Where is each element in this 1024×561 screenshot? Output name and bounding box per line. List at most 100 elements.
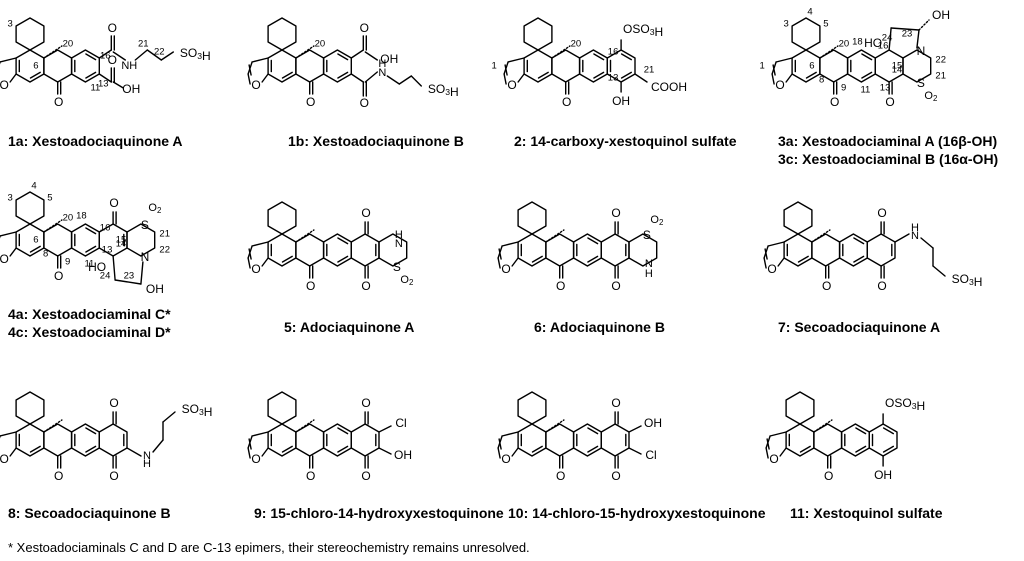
atom-number: 13 [880,83,891,94]
amine-n: N [917,44,926,58]
furan-bond [9,73,17,83]
atom-number: 23 [124,271,135,282]
chain-bond [152,439,164,453]
atom-number: 21 [159,229,170,240]
double-bond [337,237,349,245]
furan-oxygen: O [507,78,516,92]
hydroxyl: OH [932,8,950,22]
chain-bond [932,265,946,277]
furan-bond [767,241,785,247]
hydroxyl: OH [612,94,630,108]
double-bond [337,427,349,435]
double-bond [29,71,41,79]
atom-number: 23 [902,29,913,40]
sulfonic-acid: SO3H [182,402,213,419]
atom-number: 22 [154,47,165,58]
bond [378,447,392,455]
methyl-bond [295,419,315,433]
quinone-ring [350,423,380,457]
benzofuran-benzene-ring [785,423,815,457]
benzene-ring [322,233,352,267]
furan-bond [251,57,269,63]
amine-h: H [911,222,919,234]
furan-bond [497,447,501,459]
double-bond [337,255,349,263]
chlorine: Cl [645,448,656,462]
ketone-oxygen: O [54,95,63,109]
atom-number: 21 [935,71,946,82]
benzene-ring [70,49,101,83]
furan-bond [507,57,525,63]
double-bond [593,53,605,61]
amine-n: N [911,230,919,242]
double-bond [855,445,867,453]
hydroxyl: OH [146,282,164,296]
benzofuran-benzene-ring [517,423,547,457]
double-bond [882,445,894,453]
chain-bond [146,49,163,61]
bond [98,73,113,83]
atom-number: 8 [43,249,48,260]
double-bond [587,445,599,453]
amine-h: H [395,229,403,241]
caption-4a: 4a: Xestoadociaminal C* [8,306,171,322]
atom-number: 16 [100,51,111,62]
double-bond [85,53,97,61]
chain-bond [920,237,934,249]
furan-oxygen: O [769,452,778,466]
cyclohexane-ring [15,17,45,51]
bond [894,233,910,243]
pyrrolidine-bond [112,255,116,281]
sulfone-s: S [643,228,651,242]
furan-oxygen: O [251,452,260,466]
chain-bond [410,75,422,87]
benzene-ring [578,49,608,83]
furan-double-bond [248,438,252,450]
ketone-oxygen: O [556,469,565,483]
thiomorpholine-ring [126,223,156,257]
furan-double-bond [248,248,252,260]
furan-double-bond [504,64,508,76]
furan-bond [261,73,269,83]
atom-number: 6 [809,61,814,72]
atom-number: 14 [116,239,127,250]
atom-number: 20 [571,39,582,50]
bond [350,73,364,83]
benzene-ring [322,423,352,457]
double-bond [797,255,809,263]
double-bond [531,255,543,263]
ketone-oxygen: O [306,279,315,293]
amide-h: H [378,58,386,70]
double-bond [281,71,293,79]
atom-number: 13 [98,79,109,90]
quinone-ring [600,423,630,457]
benzene-ring [70,423,101,457]
sulfonic-acid: SO3H [428,82,459,99]
cyclohexane-ring [783,201,813,235]
furan-bond [501,431,519,437]
double-bond [337,71,349,79]
benzofuran-benzene-ring [15,423,45,457]
benzene-ring [868,423,898,457]
double-bond [853,237,865,245]
ketone-oxygen: O [54,269,63,283]
benzofuran-benzene-ring [783,233,813,267]
atom-number: 11 [90,83,100,94]
quinone-ring [350,233,380,267]
quinone-oxygen: O [361,469,370,483]
furan-bond [769,431,787,437]
double-bond [531,445,543,453]
methyl-bond [813,419,833,433]
furan-bond [0,431,17,437]
furan-bond [785,73,793,83]
amine-n: N [141,250,150,264]
atom-number: 16 [100,223,111,234]
furan-bond [765,447,769,459]
double-bond [337,445,349,453]
double-bond [587,255,599,263]
furan-bond [775,57,793,63]
carbonyl-oxygen: O [360,21,369,35]
atom-labels: OO3620111O16NH2122SO3HO13OHOO20OOHOHNSO3… [0,7,982,484]
furan-bond [247,73,251,85]
